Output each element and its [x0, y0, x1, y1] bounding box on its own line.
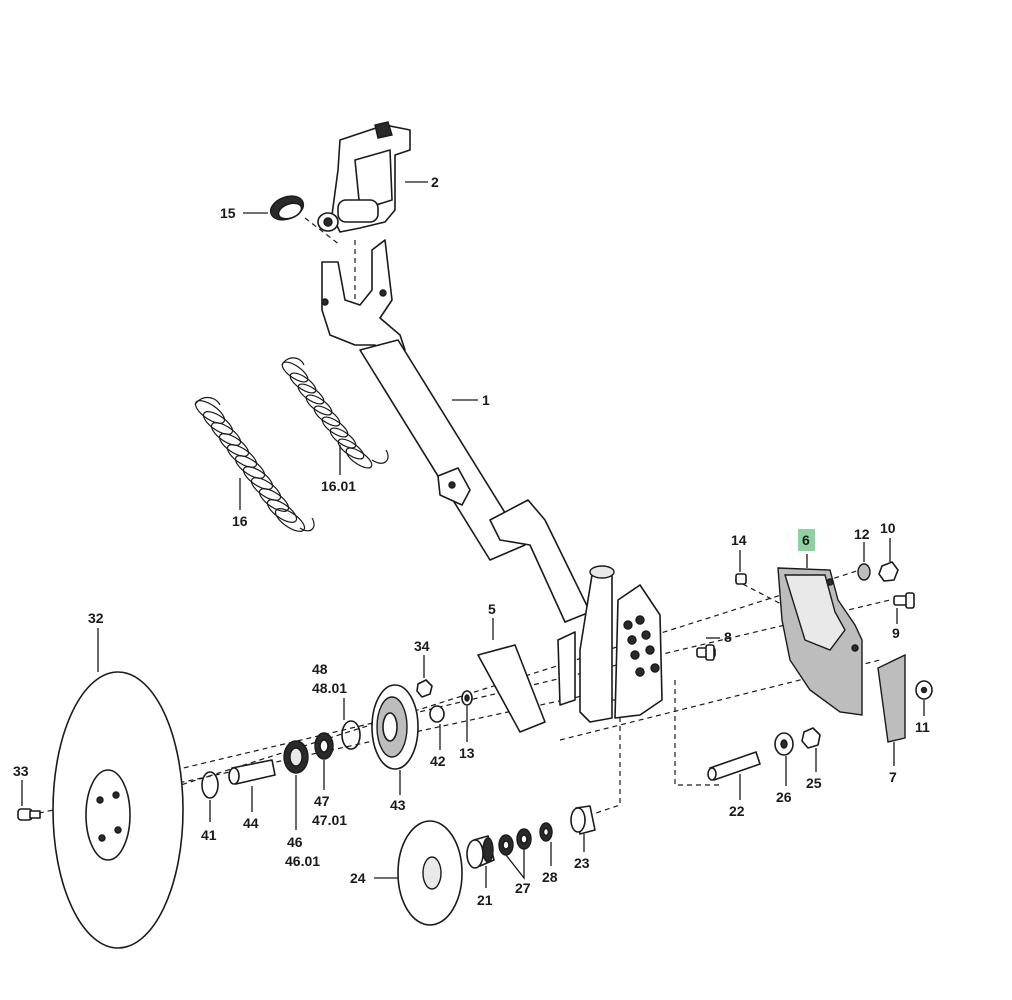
part-22-pin[interactable] — [707, 751, 761, 781]
callout-46-01[interactable]: 46.01 — [285, 853, 320, 869]
callout-12[interactable]: 12 — [854, 526, 870, 542]
callout-22[interactable]: 22 — [729, 803, 745, 819]
callout-44[interactable]: 44 — [243, 815, 259, 831]
part-46-bearing[interactable] — [283, 740, 309, 774]
callout-7[interactable]: 7 — [889, 769, 897, 785]
callout-8[interactable]: 8 — [724, 629, 732, 645]
part-14-bolt[interactable] — [735, 573, 747, 585]
callout-46[interactable]: 46 — [287, 834, 303, 850]
part-26-washer[interactable] — [774, 732, 794, 756]
part-32-disc[interactable] — [52, 671, 184, 949]
part-41-ring[interactable] — [201, 771, 219, 799]
part-16-01-spring[interactable] — [279, 357, 389, 472]
callout-2[interactable]: 2 — [431, 174, 439, 190]
part-1-arm[interactable] — [321, 239, 591, 623]
callout-9[interactable]: 9 — [892, 625, 900, 641]
part-44-axle[interactable] — [228, 759, 276, 785]
callout-47[interactable]: 47 — [314, 793, 330, 809]
part-33-bolt[interactable] — [17, 808, 41, 821]
callout-34[interactable]: 34 — [414, 638, 430, 654]
callout-27[interactable]: 27 — [515, 880, 531, 896]
part-43-hub[interactable] — [371, 684, 419, 770]
callout-10[interactable]: 10 — [880, 520, 896, 536]
callout-42[interactable]: 42 — [430, 753, 446, 769]
part-9-bolt[interactable] — [893, 592, 915, 609]
part-7-blade[interactable] — [877, 653, 906, 743]
callout-24[interactable]: 24 — [350, 870, 366, 886]
part-47-bearing[interactable] — [314, 732, 334, 760]
tube-and-plate[interactable] — [557, 565, 663, 723]
callout-41[interactable]: 41 — [201, 827, 217, 843]
part-11-washer[interactable] — [915, 680, 933, 700]
callout-28[interactable]: 28 — [542, 869, 558, 885]
part-27-bearings[interactable] — [498, 828, 532, 856]
part-16-spring[interactable] — [192, 396, 315, 536]
part-25-nut[interactable] — [801, 727, 821, 749]
callout-23[interactable]: 23 — [574, 855, 590, 871]
part-12-washer[interactable] — [857, 563, 871, 581]
part-24-disc[interactable] — [397, 820, 463, 926]
part-6-shield[interactable] — [777, 567, 863, 716]
callout-6-highlight — [798, 529, 815, 551]
callout-43[interactable]: 43 — [390, 797, 406, 813]
callout-47-01[interactable]: 47.01 — [312, 812, 347, 828]
callout-48-01[interactable]: 48.01 — [312, 680, 347, 696]
part-48-ring[interactable] — [341, 720, 361, 750]
callout-15[interactable]: 15 — [220, 205, 236, 221]
part-5-scraper[interactable] — [477, 644, 546, 733]
part-2-top-bracket[interactable] — [317, 121, 411, 233]
callout-16-01[interactable]: 16.01 — [321, 478, 356, 494]
callout-5[interactable]: 5 — [488, 601, 496, 617]
callout-33[interactable]: 33 — [13, 763, 29, 779]
callout-25[interactable]: 25 — [806, 775, 822, 791]
part-21-hub[interactable] — [466, 835, 495, 869]
part-42-bushing[interactable] — [429, 705, 445, 723]
callout-48[interactable]: 48 — [312, 661, 328, 677]
part-34-nut[interactable] — [416, 679, 433, 698]
part-15-cap[interactable] — [267, 192, 306, 224]
callout-13[interactable]: 13 — [459, 745, 475, 761]
callout-26[interactable]: 26 — [776, 789, 792, 805]
part-28-seal[interactable] — [539, 822, 553, 842]
callout-1[interactable]: 1 — [482, 392, 490, 408]
leader-lines — [21, 181, 925, 888]
callout-16[interactable]: 16 — [232, 513, 248, 529]
part-10-nut[interactable] — [878, 561, 899, 582]
callout-6[interactable]: 6 — [802, 532, 810, 548]
callout-32[interactable]: 32 — [88, 610, 104, 626]
callout-labels: 2 15 1 16 16.01 14 6 12 10 9 8 5 34 48 4… — [13, 174, 930, 908]
callout-21[interactable]: 21 — [477, 892, 493, 908]
part-13-washer[interactable] — [461, 690, 473, 706]
callout-14[interactable]: 14 — [731, 532, 747, 548]
part-23-cap[interactable] — [570, 805, 596, 835]
callout-11[interactable]: 11 — [915, 719, 930, 735]
part-8-bolt[interactable] — [696, 644, 716, 661]
